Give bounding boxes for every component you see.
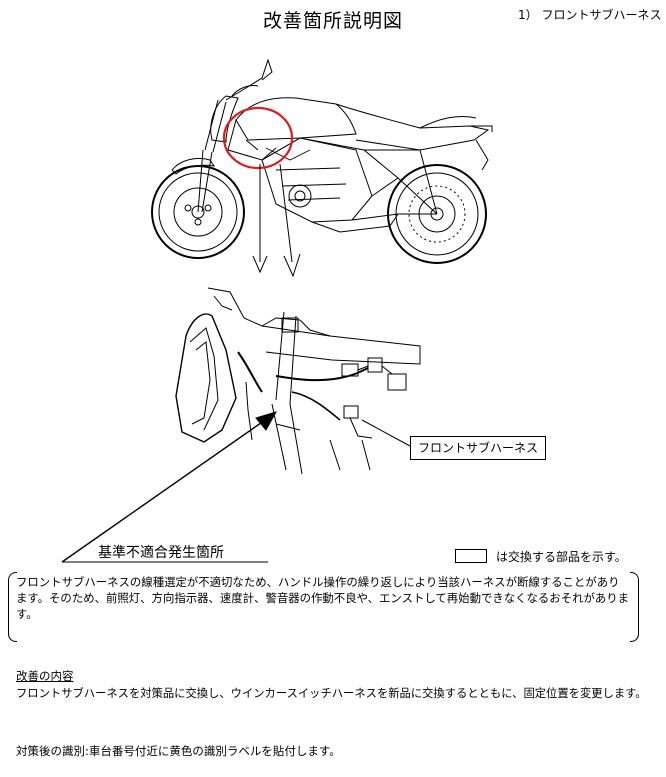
identification-text: 対策後の識別:車台番号付近に黄色の識別ラベルを貼付します。 [16,744,341,758]
improvement-heading: 改善の内容 [16,669,74,683]
motorcycle-illustration [61,58,493,563]
highlight-circle [222,106,294,170]
bracket-left [8,572,17,642]
nonconformity-arrow [61,411,278,563]
motorcycle-side-view [151,58,493,264]
callout-label: フロントサブハーネス [410,436,546,460]
page-title: 改善箇所説明図 [262,10,403,32]
bracket-right [630,572,639,642]
legend-box [455,549,487,563]
improvement-body: フロントサブハーネスを対策品に交換し、ウインカースイッチハーネスを新品に交換する… [16,687,647,700]
legend-text: は交換する部品を示す。 [496,550,627,564]
nonconformity-label: 基準不適合発生箇所 [98,545,224,561]
callout-leader [361,419,411,447]
description-text: フロントサブハーネスの線種選定が不適切なため、ハンドル操作の繰り返しにより当該ハ… [16,575,630,621]
item-label: 1） フロントサブハーネス [518,8,662,22]
detail-view [175,287,421,475]
detail-arrows [252,163,301,278]
